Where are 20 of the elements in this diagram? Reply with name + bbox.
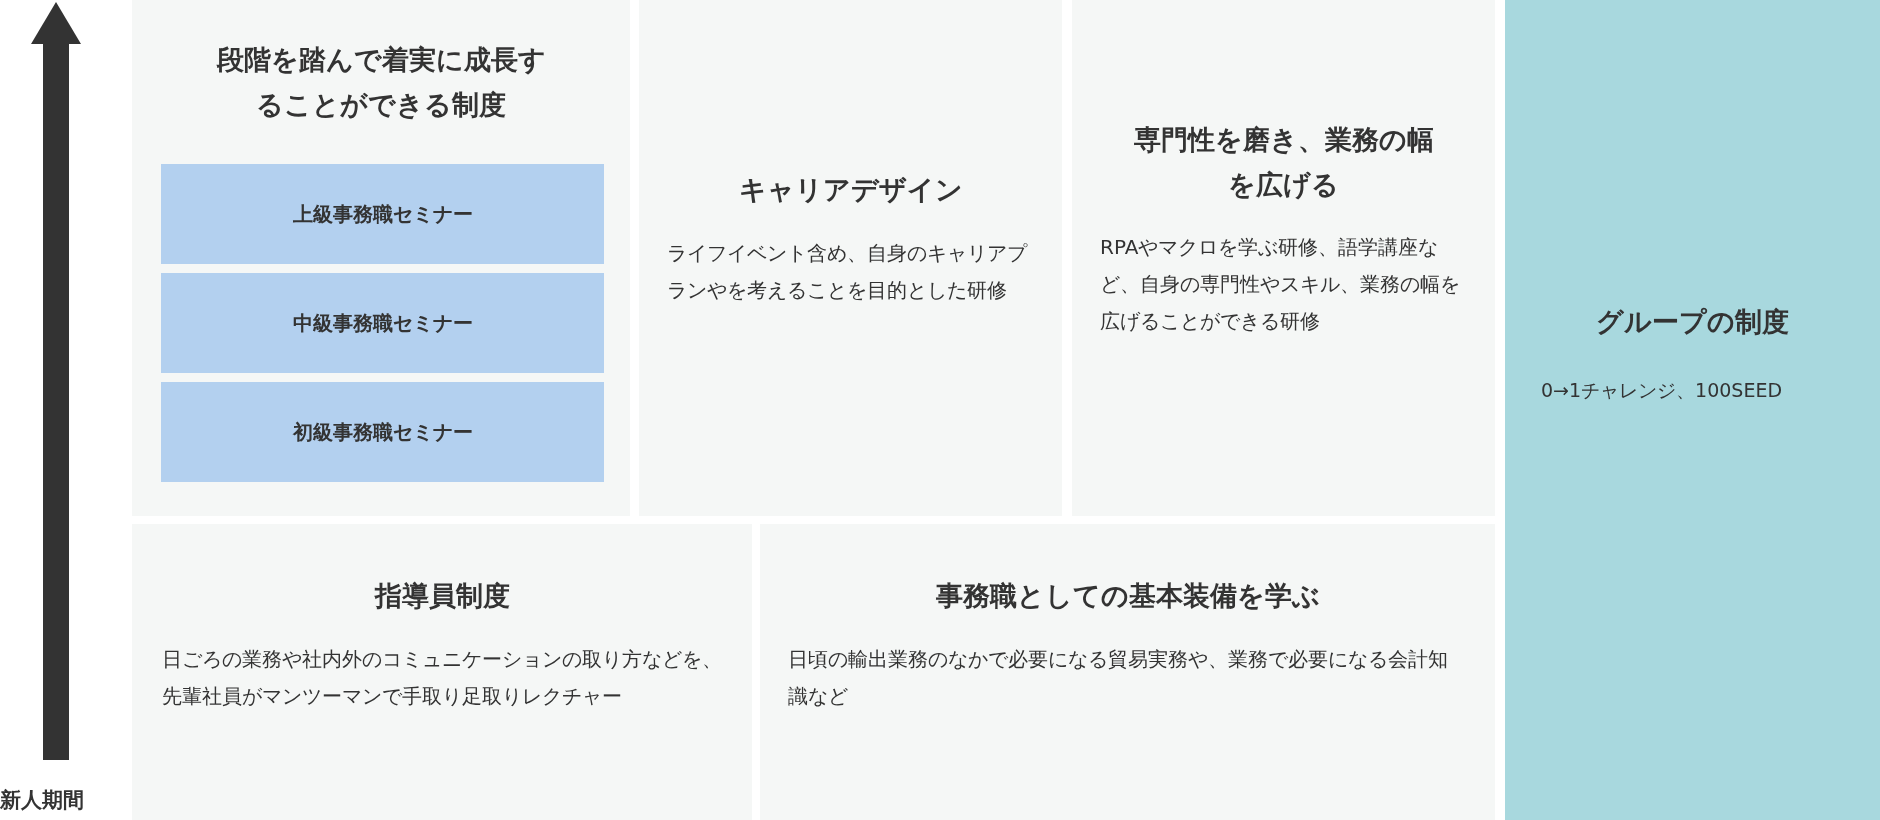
seminar-name: 中級事務職セミナー [292,309,473,337]
program-panel [132,0,630,516]
panel-heading: 事務職としての基本装備を学ぶ [934,579,1321,613]
panel-description: 日ごろの業務や社内外のコミュニケーションの取り方などを、先輩社員がマンツーマンで手取り足取りレクチャー [162,645,722,710]
seminar-name: 初級事務職セミナー [292,418,473,446]
panel-heading: 段階を踏んで着実に成長することができる制度 [215,43,547,122]
panel-heading: キャリアデザイン [737,173,964,207]
panel-description: 日頃の輸出業務のなかで必要になる貿易実務や、業務で必要になる会計知識など [788,645,1449,710]
panel-description: ライフイベント含め、自身のキャリアプランやを考えることを目的とした研修 [667,239,1029,304]
panel-description: 0→1チャレンジ、100SEED [1541,377,1784,403]
panel-heading: グループの制度 [1595,305,1790,339]
seminar-box [161,164,604,264]
seminar-box [161,273,604,373]
panel-description: RPAやマクロを学ぶ研修、語学講座など、自身の専門性やスキル、業務の幅を広げることができる研修 [1100,234,1461,336]
program-panel [1505,0,1880,820]
seminar-box [161,382,604,482]
axis-label: 新人期間 [0,787,84,814]
panel-heading: 指導員制度 [373,579,511,613]
panel-heading: 専門性を磨き、業務の幅を広げる [1132,123,1435,202]
seminar-name: 上級事務職セミナー [292,200,473,228]
